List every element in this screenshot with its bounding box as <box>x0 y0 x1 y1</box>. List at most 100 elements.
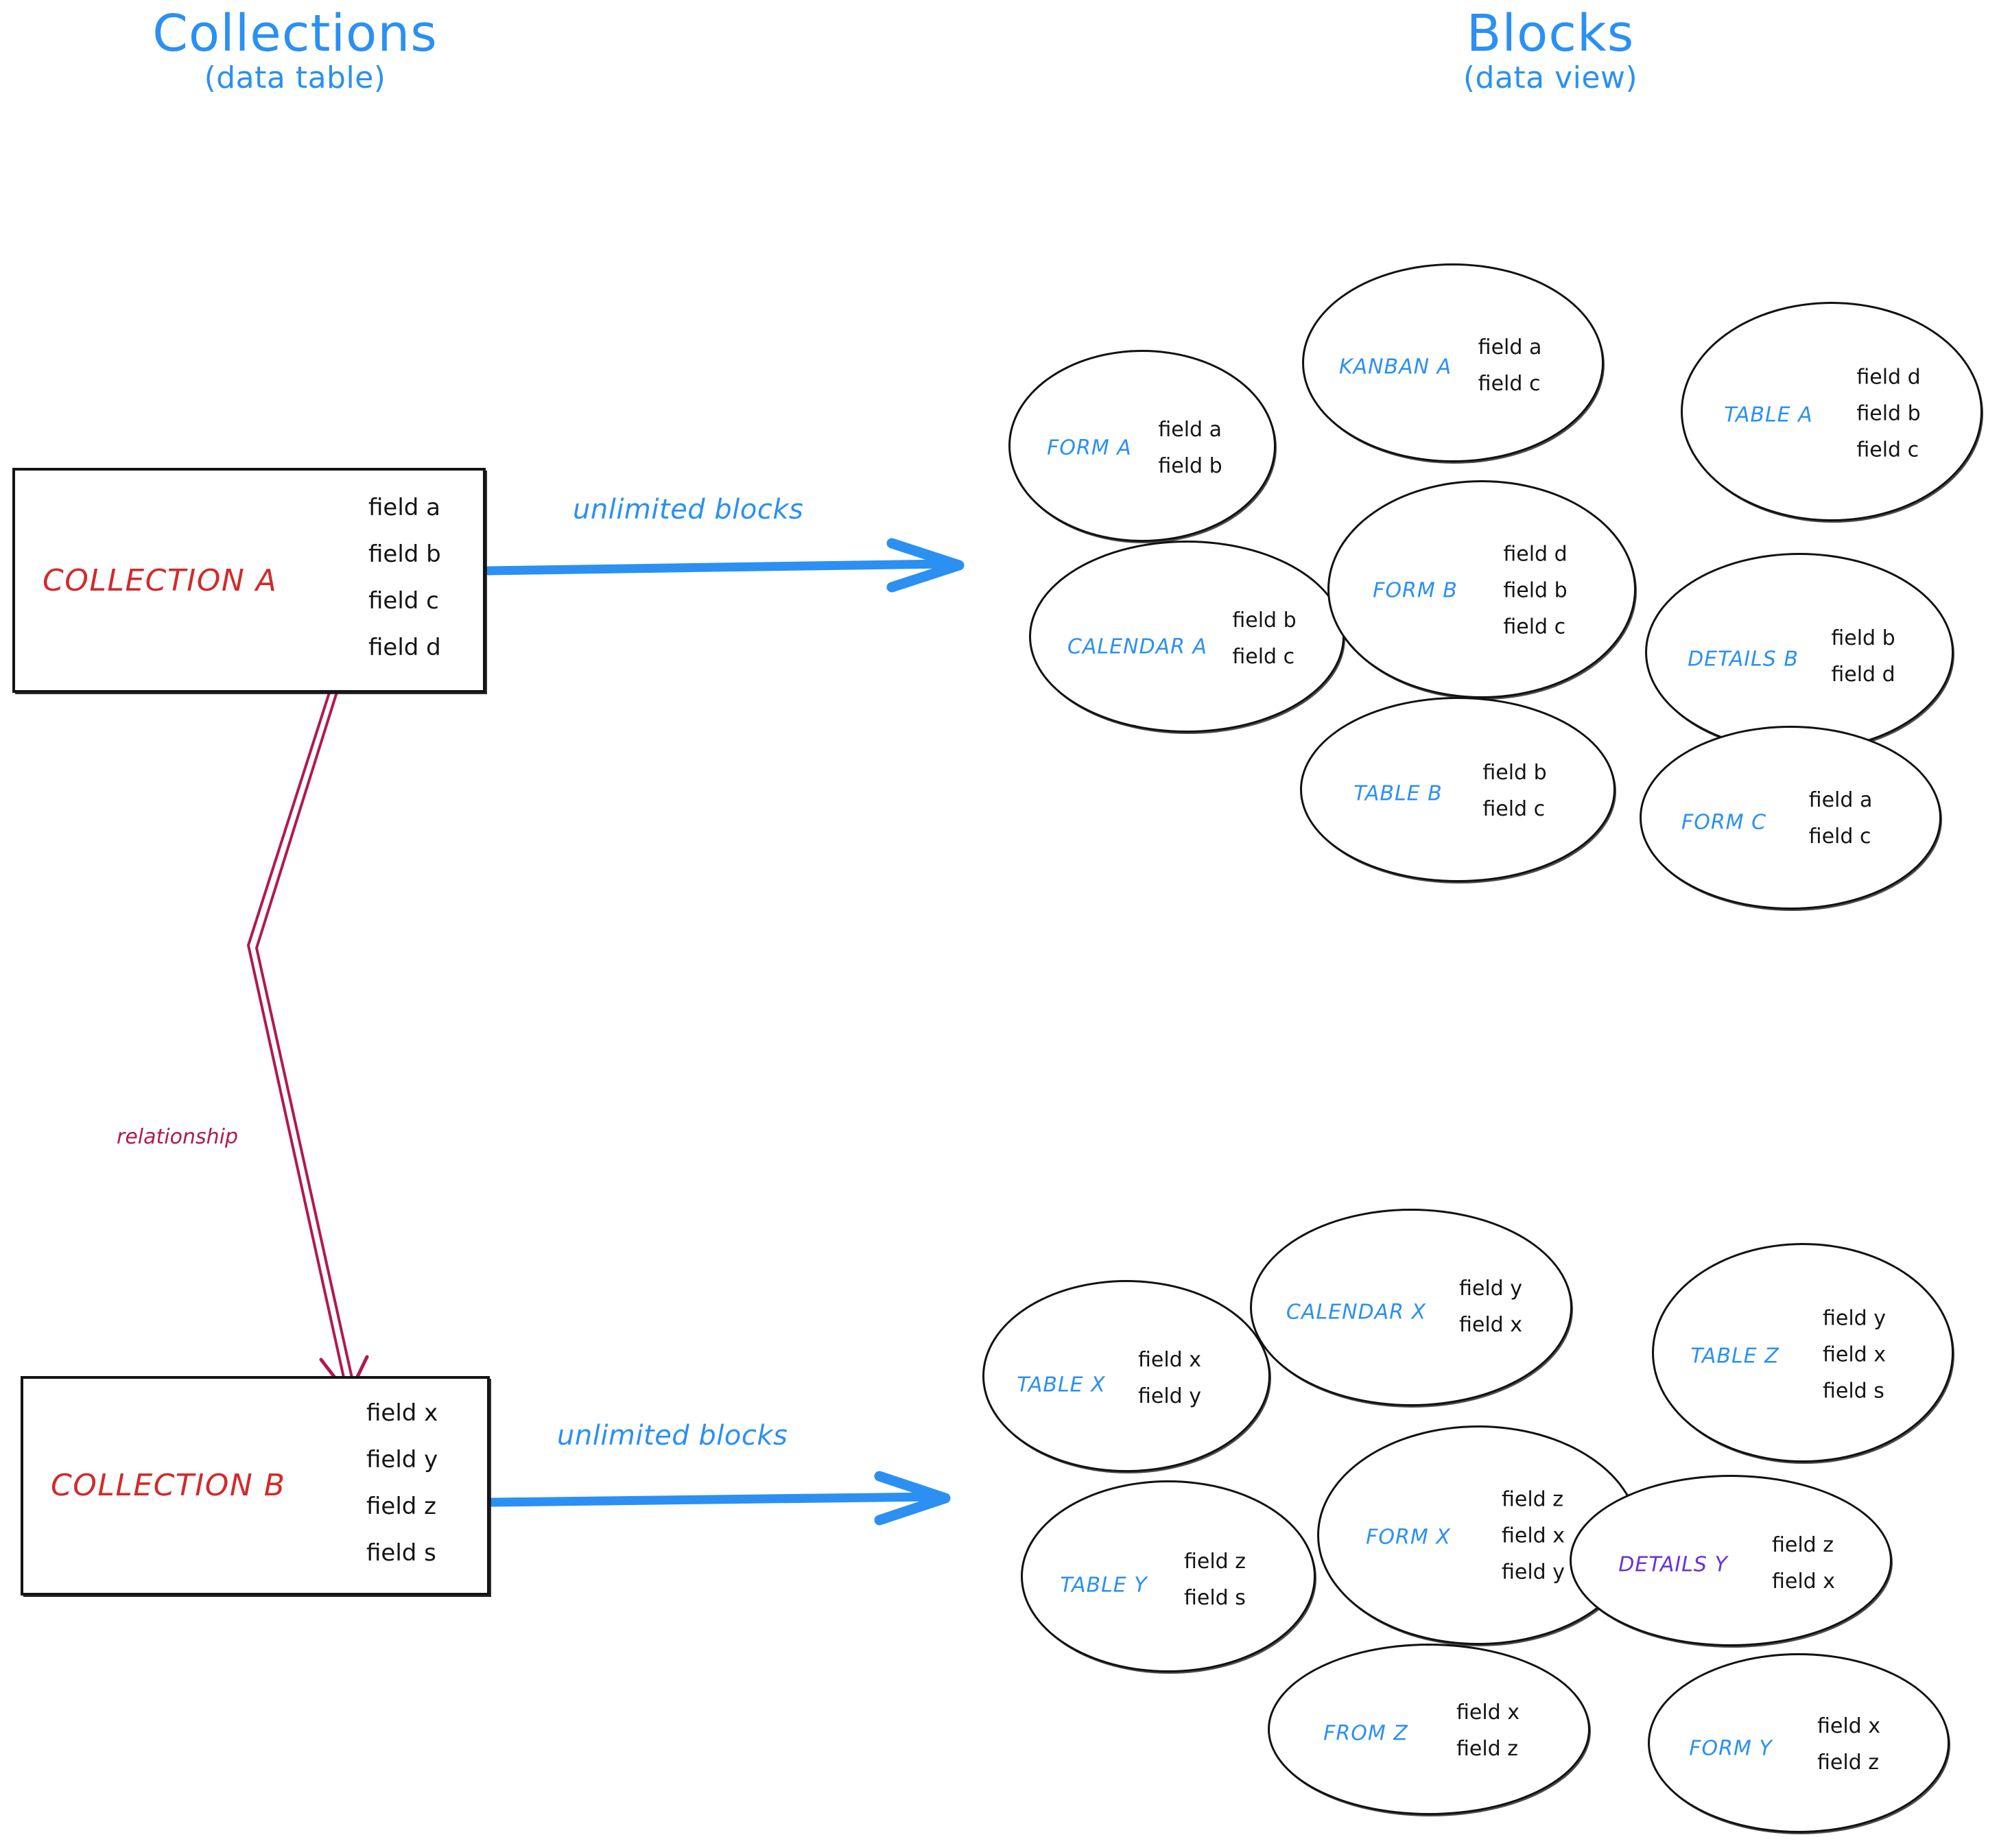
field-item: field z <box>1456 1737 1518 1761</box>
block-form-y[interactable]: FORM Y field x field z <box>1648 1653 1950 1833</box>
field-item: field a <box>1808 788 1873 812</box>
collection-a-fields: field a field b field c field d <box>368 494 441 661</box>
block-table-a-fields: field d field b field c <box>1856 366 1920 462</box>
field-item: field z <box>1817 1751 1879 1775</box>
field-item: field y <box>1822 1306 1887 1331</box>
collection-a-field-3: field d <box>368 634 441 661</box>
field-item: field c <box>1808 825 1871 849</box>
field-item: field c <box>1478 372 1541 396</box>
block-form-c-label: FORM C <box>1681 810 1767 835</box>
block-form-b[interactable]: FORM B field d field b field c <box>1327 480 1636 698</box>
block-calendar-a-label: CALENDAR A <box>1067 635 1208 659</box>
collection-b-field-2: field z <box>366 1493 437 1520</box>
block-form-a-label: FORM A <box>1047 436 1132 460</box>
block-table-z-label: TABLE Z <box>1690 1344 1780 1369</box>
field-item: field b <box>1232 608 1297 632</box>
block-details-b-label: DETAILS B <box>1688 647 1799 672</box>
block-table-b[interactable]: TABLE B field b field c <box>1300 697 1616 882</box>
block-form-x[interactable]: FORM X field z field x field y <box>1317 1425 1640 1645</box>
field-item: field d <box>1503 542 1568 567</box>
block-calendar-a[interactable]: CALENDAR A field b field c <box>1029 541 1345 733</box>
collection-a-name: COLLECTION A <box>43 563 278 598</box>
collection-box-a[interactable]: COLLECTION A field a field b field c fie… <box>12 468 486 693</box>
block-details-y-label: DETAILS Y <box>1618 1552 1728 1577</box>
relationship-connector <box>247 677 369 1397</box>
heading-blocks: Blocks (data view) <box>1324 6 1777 95</box>
relationship-label: relationship <box>117 1125 238 1149</box>
block-table-a-label: TABLE A <box>1724 403 1813 427</box>
block-calendar-x-label: CALENDAR X <box>1286 1300 1427 1325</box>
block-kanban-a[interactable]: KANBAN A field a field c <box>1302 263 1604 462</box>
field-item: field d <box>1831 663 1895 687</box>
block-table-b-fields: field b field c <box>1482 761 1546 821</box>
block-form-b-fields: field d field b field c <box>1503 543 1567 639</box>
block-table-y-fields: field z field s <box>1184 1550 1246 1610</box>
arrow-label-b: unlimited blocks <box>557 1420 788 1452</box>
field-item: field d <box>1856 365 1921 390</box>
field-item: field z <box>1183 1550 1246 1574</box>
heading-blocks-subtitle: (data view) <box>1463 60 1638 95</box>
block-table-y[interactable]: TABLE Y field z field s <box>1021 1480 1316 1672</box>
block-table-z-fields: field y field x field s <box>1823 1307 1886 1403</box>
block-table-x-fields: field x field y <box>1138 1348 1201 1408</box>
block-details-y[interactable]: DETAILS Y field z field x <box>1570 1475 1892 1646</box>
collection-b-field-0: field x <box>366 1399 438 1427</box>
field-item: field x <box>1817 1714 1881 1738</box>
block-form-a-fields: field a field b <box>1158 418 1222 478</box>
block-form-x-fields: field z field x field y <box>1502 1488 1565 1585</box>
collection-a-field-2: field c <box>368 587 439 615</box>
block-table-z[interactable]: TABLE Z field y field x field s <box>1652 1243 1954 1462</box>
field-item: field y <box>1458 1277 1523 1301</box>
field-item: field y <box>1501 1560 1565 1585</box>
field-item: field b <box>1856 401 1921 426</box>
collection-box-b[interactable]: COLLECTION B field x field y field z fie… <box>21 1376 490 1596</box>
field-item: field b <box>1482 761 1547 785</box>
field-item: field a <box>1158 418 1222 442</box>
block-form-b-label: FORM B <box>1373 578 1458 603</box>
arrow-unlimited-blocks-a <box>484 538 965 593</box>
block-details-b-fields: field b field d <box>1831 626 1895 687</box>
block-table-a[interactable]: TABLE A field d field b field c <box>1681 302 1983 521</box>
collection-b-fields: field x field y field z field s <box>366 1399 438 1567</box>
block-form-x-label: FORM X <box>1366 1525 1451 1550</box>
block-kanban-a-label: KANBAN A <box>1338 355 1452 379</box>
field-item: field x <box>1501 1524 1565 1548</box>
collection-b-field-1: field y <box>366 1446 438 1473</box>
field-item: field x <box>1771 1569 1836 1594</box>
block-from-z-label: FROM Z <box>1323 1721 1408 1746</box>
field-item: field x <box>1137 1348 1202 1372</box>
field-item: field s <box>1822 1379 1884 1403</box>
heading-collections-title: Collections <box>152 4 438 63</box>
block-form-a[interactable]: FORM A field a field b <box>1008 350 1276 542</box>
block-form-y-label: FORM Y <box>1689 1736 1773 1761</box>
field-item: field x <box>1822 1342 1887 1367</box>
field-item: field z <box>1771 1533 1834 1557</box>
block-form-y-fields: field x field z <box>1817 1714 1880 1775</box>
block-calendar-x[interactable]: CALENDAR X field y field x <box>1250 1209 1572 1406</box>
block-calendar-a-fields: field b field c <box>1232 608 1296 669</box>
block-kanban-a-fields: field a field c <box>1478 335 1542 396</box>
collection-b-name: COLLECTION B <box>51 1468 286 1503</box>
block-form-c[interactable]: FORM C field a field c <box>1640 726 1941 910</box>
collection-a-field-1: field b <box>368 541 441 568</box>
block-from-z[interactable]: FROM Z field x field z <box>1268 1644 1590 1815</box>
block-form-c-fields: field a field c <box>1809 788 1873 849</box>
collection-b-field-3: field s <box>366 1539 436 1567</box>
field-item: field c <box>1503 615 1566 639</box>
arrow-unlimited-blocks-b <box>488 1471 951 1526</box>
block-table-x[interactable]: TABLE X field x field y <box>982 1280 1270 1472</box>
block-table-b-label: TABLE B <box>1353 781 1443 806</box>
field-item: field c <box>1482 797 1546 821</box>
arrow-label-a: unlimited blocks <box>573 494 804 525</box>
field-item: field b <box>1158 454 1222 478</box>
block-details-b[interactable]: DETAILS B field b field d <box>1645 553 1954 752</box>
collection-a-field-0: field a <box>368 494 441 521</box>
field-item: field x <box>1456 1701 1520 1725</box>
field-item: field y <box>1137 1384 1202 1408</box>
heading-collections-subtitle: (data table) <box>204 60 386 95</box>
field-item: field b <box>1831 626 1895 650</box>
heading-collections: Collections (data table) <box>69 4 521 95</box>
block-details-y-fields: field z field x <box>1772 1533 1835 1594</box>
block-table-x-label: TABLE X <box>1017 1373 1106 1397</box>
